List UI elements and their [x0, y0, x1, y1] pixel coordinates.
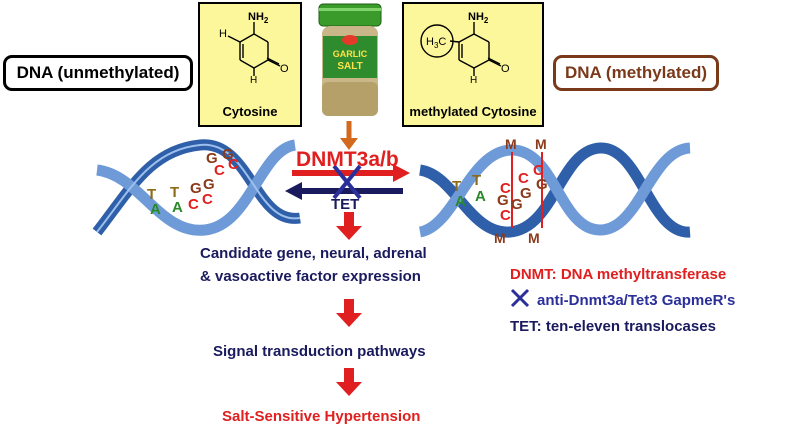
flow-step-2: Signal transduction pathways	[213, 343, 426, 360]
left-base-9: C	[214, 162, 225, 179]
methyl-mark-top-left: M	[505, 136, 517, 152]
left-base-5: G	[190, 180, 202, 197]
cytosine-structure-box: NH2 H O H Cytosine	[198, 2, 302, 127]
dna-methylated-label: DNA (methylated)	[553, 55, 719, 91]
right-base-8: C	[500, 180, 511, 197]
garlic-salt-jar: GARLIC SALT	[313, 2, 387, 120]
cytosine-label: Cytosine	[222, 104, 278, 119]
left-base-6: C	[188, 196, 199, 213]
left-base-1: T	[147, 186, 157, 203]
dna-unmethylated-label: DNA (unmethylated)	[3, 55, 193, 91]
right-base-2: A	[455, 193, 466, 210]
methyl-mark-top-right: M	[535, 136, 547, 152]
left-base-10: G	[206, 150, 218, 167]
jar-label-line2: SALT	[337, 61, 362, 72]
tet-arrow-head	[285, 182, 302, 200]
flow-step-1-line-1: Candidate gene, neural, adrenal	[200, 245, 427, 262]
flow-arrow-1	[336, 212, 362, 240]
right-base-11: C	[533, 162, 544, 179]
left-base-4: A	[172, 199, 183, 216]
right-base-5: G	[497, 192, 509, 209]
right-base-6: C	[500, 207, 511, 224]
left-base-3: T	[170, 184, 180, 201]
right-base-1: T	[452, 178, 462, 195]
dnmt-arrow-head	[393, 164, 410, 182]
legend-gapmer: anti-Dnmt3a/Tet3 GapmeR's	[537, 292, 736, 309]
left-base-11: C	[228, 156, 239, 173]
right-base-4: A	[475, 188, 486, 205]
left-base-12: G	[222, 146, 234, 163]
methyl-mark-bottom-left: M	[494, 230, 506, 246]
cytosine-nh-h: H	[250, 75, 257, 86]
methylated-nh-h: H	[470, 75, 477, 86]
methyl-mark-bottom-right: M	[528, 230, 540, 246]
legend-tet: TET: ten-eleven translocases	[510, 318, 716, 335]
flow-arrow-2	[336, 299, 362, 327]
dnmt-label: DNMT3a/b	[296, 148, 399, 171]
right-base-7: G	[511, 196, 523, 213]
right-base-9: C	[518, 170, 529, 187]
cytosine-structure: NH2 H O H	[219, 11, 289, 86]
methylated-cytosine-structure-box: NH2 H3C O H methylated Cytosine	[402, 2, 544, 127]
methyl-group: H3C	[426, 36, 446, 50]
right-base-10: G	[520, 185, 532, 202]
legend-cross-icon	[510, 288, 530, 308]
left-base-8: C	[202, 191, 213, 208]
gapmer-cross	[332, 164, 362, 200]
flow-step-3: Salt-Sensitive Hypertension	[222, 408, 421, 425]
methylated-cytosine-label: methylated Cytosine	[409, 104, 537, 119]
salt-arrow-head	[340, 138, 358, 150]
jar-label-line1: GARLIC	[333, 49, 368, 59]
dna-helix-methylated	[418, 142, 691, 238]
methylated-nh2: NH2	[468, 11, 489, 25]
left-base-7: G	[203, 176, 215, 193]
tet-label: TET	[331, 196, 360, 213]
right-base-3: T	[472, 172, 482, 189]
cytosine-o: O	[280, 63, 289, 75]
left-base-2: A	[150, 201, 161, 218]
flow-arrow-3	[336, 368, 362, 396]
cytosine-nh2: NH2	[248, 11, 269, 25]
right-base-12: G	[536, 176, 548, 193]
methylated-o: O	[501, 63, 510, 75]
methylated-cytosine-structure: NH2 H3C O H	[420, 11, 510, 86]
methyl-mark-lines	[511, 152, 543, 228]
flow-step-1-line-2: & vasoactive factor expression	[200, 268, 421, 285]
dna-helix-unmethylated	[92, 139, 301, 236]
cytosine-h: H	[219, 28, 227, 40]
legend-dnmt: DNMT: DNA methyltransferase	[510, 266, 727, 283]
